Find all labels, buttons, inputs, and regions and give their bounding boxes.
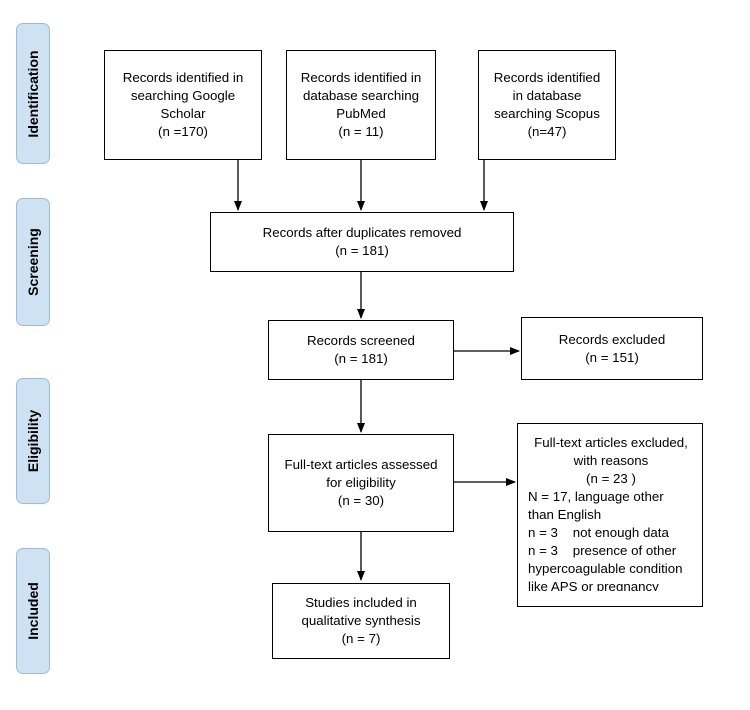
reason-line: N = 17, language other xyxy=(528,489,664,504)
box-duplicates-removed: Records after duplicates removed (n = 18… xyxy=(210,212,514,272)
text-line: Records identified xyxy=(493,70,601,85)
reason-line: than English xyxy=(528,507,602,522)
text-line: searching Google xyxy=(130,88,236,103)
count: (n = 30) xyxy=(337,493,385,508)
box-records-excluded: Records excluded (n = 151) xyxy=(521,317,703,380)
text-line: Scholar xyxy=(160,106,206,121)
text-line: Full-text articles assessed xyxy=(284,457,438,472)
box-fulltext-assessed: Full-text articles assessed for eligibil… xyxy=(268,434,454,532)
text-line: qualitative synthesis xyxy=(301,613,421,628)
phase-screening: Screening xyxy=(16,198,50,326)
box-records-screened: Records screened (n = 181) xyxy=(268,320,454,380)
count: (n = 151) xyxy=(585,349,639,365)
reason-line: like APS or pregnancy xyxy=(528,579,659,591)
box-pubmed: Records identified in database searching… xyxy=(286,50,436,160)
reason-line: hypercoagulable condition xyxy=(528,561,683,576)
text-line: for eligibility xyxy=(326,475,396,490)
count: (n = 11) xyxy=(338,124,384,139)
count: (n = 181) xyxy=(334,351,388,366)
text-line: with reasons xyxy=(573,453,649,468)
text-line: Records identified in xyxy=(122,70,244,85)
text-line: Records excluded xyxy=(558,331,666,347)
reason-line: n = 3 not enough data xyxy=(528,525,669,540)
phase-included: Included xyxy=(16,548,50,674)
text-line: Records after duplicates removed xyxy=(262,225,462,240)
text-line: PubMed xyxy=(336,106,386,121)
count: (n=47) xyxy=(527,124,567,139)
phase-identification: Identification xyxy=(16,23,50,164)
text-line: searching Scopus xyxy=(494,106,600,121)
count: (n = 7) xyxy=(341,631,381,646)
box-fulltext-excluded: Full-text articles excluded, with reason… xyxy=(517,423,703,607)
box-google-scholar: Records identified in searching Google S… xyxy=(104,50,262,160)
text-line: Studies included in xyxy=(305,595,417,610)
reason-line: n = 3 presence of other xyxy=(528,543,677,558)
box-studies-included: Studies included in qualitative synthesi… xyxy=(272,583,450,659)
phase-eligibility: Eligibility xyxy=(16,378,50,504)
count: (n = 181) xyxy=(335,243,389,258)
count: (n =170) xyxy=(158,124,208,139)
text-line: Records identified in xyxy=(300,70,422,85)
text-line: in database xyxy=(512,88,582,103)
text-line: Records screened xyxy=(307,333,415,348)
text-line: Full-text articles excluded, xyxy=(534,435,688,450)
text-line: database searching xyxy=(302,88,420,103)
count: (n = 23 ) xyxy=(586,471,636,486)
box-scopus: Records identified in database searching… xyxy=(478,50,616,160)
